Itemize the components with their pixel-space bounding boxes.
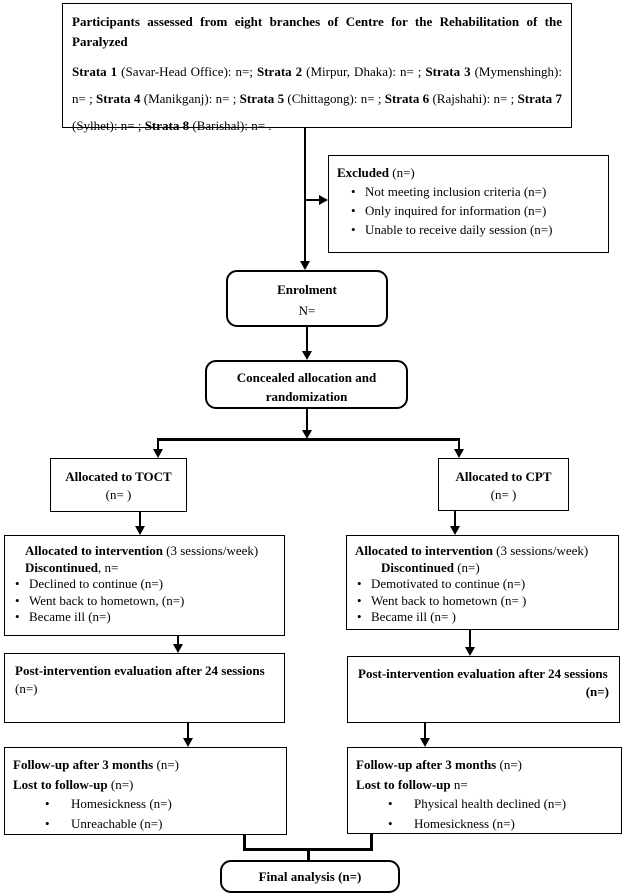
connector-merge-horizontal: [243, 848, 373, 851]
toct-n: (n= ): [105, 487, 132, 502]
enrolment-title: Enrolment: [277, 282, 337, 297]
bullet-icon: •: [351, 222, 356, 237]
right-followup-item: •Physical health declined (n=): [356, 794, 613, 814]
connector-right-intervention-to-post: [469, 630, 471, 648]
participants-assessed-box: Participants assessed from eight branche…: [62, 3, 572, 133]
right-post-title: Post-intervention evaluation after 24 se…: [358, 666, 608, 681]
arrowhead-right-intervention: [450, 526, 460, 535]
arrowhead-cpt: [454, 449, 464, 458]
enrolment-box: Enrolment N=: [226, 270, 388, 327]
connector-toct-to-intervention: [139, 512, 141, 527]
right-intervention-item: •Demotivated to continue (n=): [357, 576, 526, 591]
allocation-box: Concealed allocation and randomization: [205, 360, 408, 409]
left-followup-title: Follow-up after 3 months (n=): [13, 757, 179, 772]
connector-left-followup-down: [243, 835, 246, 851]
connector-left-intervention-to-post: [177, 636, 179, 645]
bullet-icon: •: [351, 203, 356, 218]
right-intervention-box: Allocated to intervention (3 sessions/we…: [346, 535, 619, 630]
allocated-toct-box: Allocated to TOCT (n= ): [50, 458, 187, 512]
right-followup-item: •Homesickness (n=): [356, 814, 613, 834]
left-intervention-item: •Went back to hometown, (n=): [15, 592, 185, 608]
arrowhead-right-post: [465, 647, 475, 656]
right-followup-lost: Lost to follow-up n=: [356, 776, 468, 792]
arrowhead-allocation: [302, 351, 312, 360]
connector-cpt-to-intervention: [454, 511, 456, 527]
left-followup-lost: Lost to follow-up (n=): [13, 776, 134, 792]
left-followup-box: Follow-up after 3 months (n=) Lost to fo…: [4, 747, 287, 835]
bullet-icon: •: [388, 815, 393, 831]
right-intervention-item: •Became ill (n= ): [357, 609, 456, 624]
connector-split-to-cpt: [458, 440, 460, 450]
left-post-title: Post-intervention evaluation after 24 se…: [15, 663, 265, 678]
arrowhead-enrolment: [300, 261, 310, 270]
excluded-item: •Not meeting inclusion criteria (n=): [351, 184, 547, 199]
connector-top-to-enrolment: [304, 128, 306, 262]
connector-left-post-to-followup: [187, 723, 189, 739]
left-followup-item: •Unreachable (n=): [13, 814, 278, 834]
connector-split-horizontal: [157, 438, 460, 441]
excluded-box: Excluded (n=) •Not meeting inclusion cri…: [328, 155, 609, 253]
arrowhead-left-intervention: [135, 526, 145, 535]
excluded-item: •Unable to receive daily session (n=): [351, 222, 553, 237]
bullet-icon: •: [388, 796, 393, 811]
right-followup-title: Follow-up after 3 months (n=): [356, 757, 522, 772]
connector-to-excluded: [305, 199, 321, 201]
bullet-icon: •: [357, 576, 362, 591]
arrowhead-left-followup: [183, 738, 193, 747]
excluded-title: Excluded (n=): [337, 165, 415, 180]
bullet-icon: •: [45, 815, 50, 831]
right-intervention-title: Allocated to intervention (3 sessions/we…: [355, 543, 589, 558]
left-post-evaluation-box: Post-intervention evaluation after 24 se…: [4, 653, 285, 723]
bullet-icon: •: [15, 609, 20, 624]
arrowhead-left-post: [173, 644, 183, 653]
connector-right-followup-down: [370, 834, 373, 851]
strata-list: Strata 1 (Savar-Head Office): n=; Strata…: [72, 64, 562, 133]
left-followup-item: •Homesickness (n=): [13, 794, 278, 814]
connector-enrolment-to-allocation: [306, 327, 308, 352]
bullet-icon: •: [45, 796, 50, 811]
arrowhead-right-followup: [420, 738, 430, 747]
excluded-item: •Only inquired for information (n=): [351, 203, 547, 218]
bullet-icon: •: [351, 184, 356, 199]
arrowhead-excluded: [319, 195, 328, 205]
right-intervention-item: •Went back to hometown (n= ): [357, 592, 527, 608]
cpt-n: (n= ): [490, 487, 517, 502]
bullet-icon: •: [357, 592, 362, 608]
right-followup-box: Follow-up after 3 months (n=) Lost to fo…: [347, 747, 622, 834]
enrolment-n: N=: [298, 303, 316, 318]
right-post-n: (n=): [585, 684, 609, 699]
right-intervention-discontinued: Discontinued (n=): [381, 559, 480, 575]
bullet-icon: •: [15, 576, 20, 591]
connector-allocation-to-split: [306, 409, 308, 431]
connector-split-to-toct: [157, 440, 159, 450]
allocated-cpt-box: Allocated to CPT (n= ): [438, 458, 569, 511]
right-post-evaluation-box: Post-intervention evaluation after 24 se…: [347, 656, 620, 723]
left-intervention-discontinued: Discontinued, n=: [25, 559, 119, 575]
arrowhead-toct: [153, 449, 163, 458]
left-intervention-item: •Became ill (n=): [15, 609, 111, 624]
left-intervention-item: •Declined to continue (n=): [15, 576, 164, 591]
arrowhead-split: [302, 430, 312, 439]
left-intervention-title: Allocated to intervention (3 sessions/we…: [25, 543, 259, 558]
final-analysis-box: Final analysis (n=): [220, 860, 400, 893]
connector-right-post-to-followup: [424, 723, 426, 739]
toct-title: Allocated to TOCT: [65, 469, 172, 484]
bullet-icon: •: [357, 609, 362, 624]
connector-merge-to-final: [307, 850, 310, 860]
cpt-title: Allocated to CPT: [455, 469, 552, 484]
participants-title: Participants assessed from eight branche…: [72, 14, 562, 49]
bullet-icon: •: [15, 592, 20, 608]
left-intervention-box: Allocated to intervention (3 sessions/we…: [4, 535, 285, 636]
left-post-n: (n=): [15, 681, 38, 696]
final-analysis-title: Final analysis (n=): [258, 869, 362, 884]
allocation-title: Concealed allocation and randomization: [236, 370, 377, 404]
